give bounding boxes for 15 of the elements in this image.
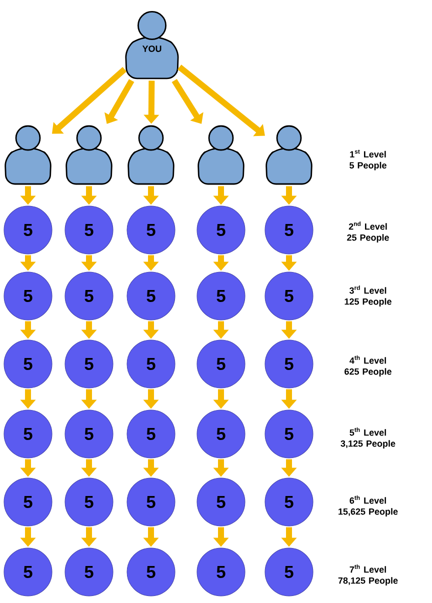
level-label: 7$^{th}$ Level 78,125 People [338, 564, 398, 586]
level-label: 1$^{st}$ Level 5 People [350, 150, 386, 170]
level-label: 6$^{th}$ Level 15,625 People [338, 495, 398, 517]
arrow [178, 64, 265, 136]
person-figure [66, 125, 112, 185]
person-figure: YOU [125, 11, 179, 80]
person-figure [266, 125, 312, 185]
level-label: 3$^{rd}$ Level 125 People [344, 285, 392, 307]
level-label: 4$^{th}$ Level 625 People [344, 355, 392, 377]
person-figure [198, 125, 244, 185]
level-label: 2$^{nd}$ Level 25 People [347, 221, 389, 243]
arrow [172, 78, 204, 124]
person-figure [128, 125, 174, 185]
level-label: 5$^{th}$ Level 3,125 People [340, 427, 396, 449]
person-figure [4, 125, 52, 185]
